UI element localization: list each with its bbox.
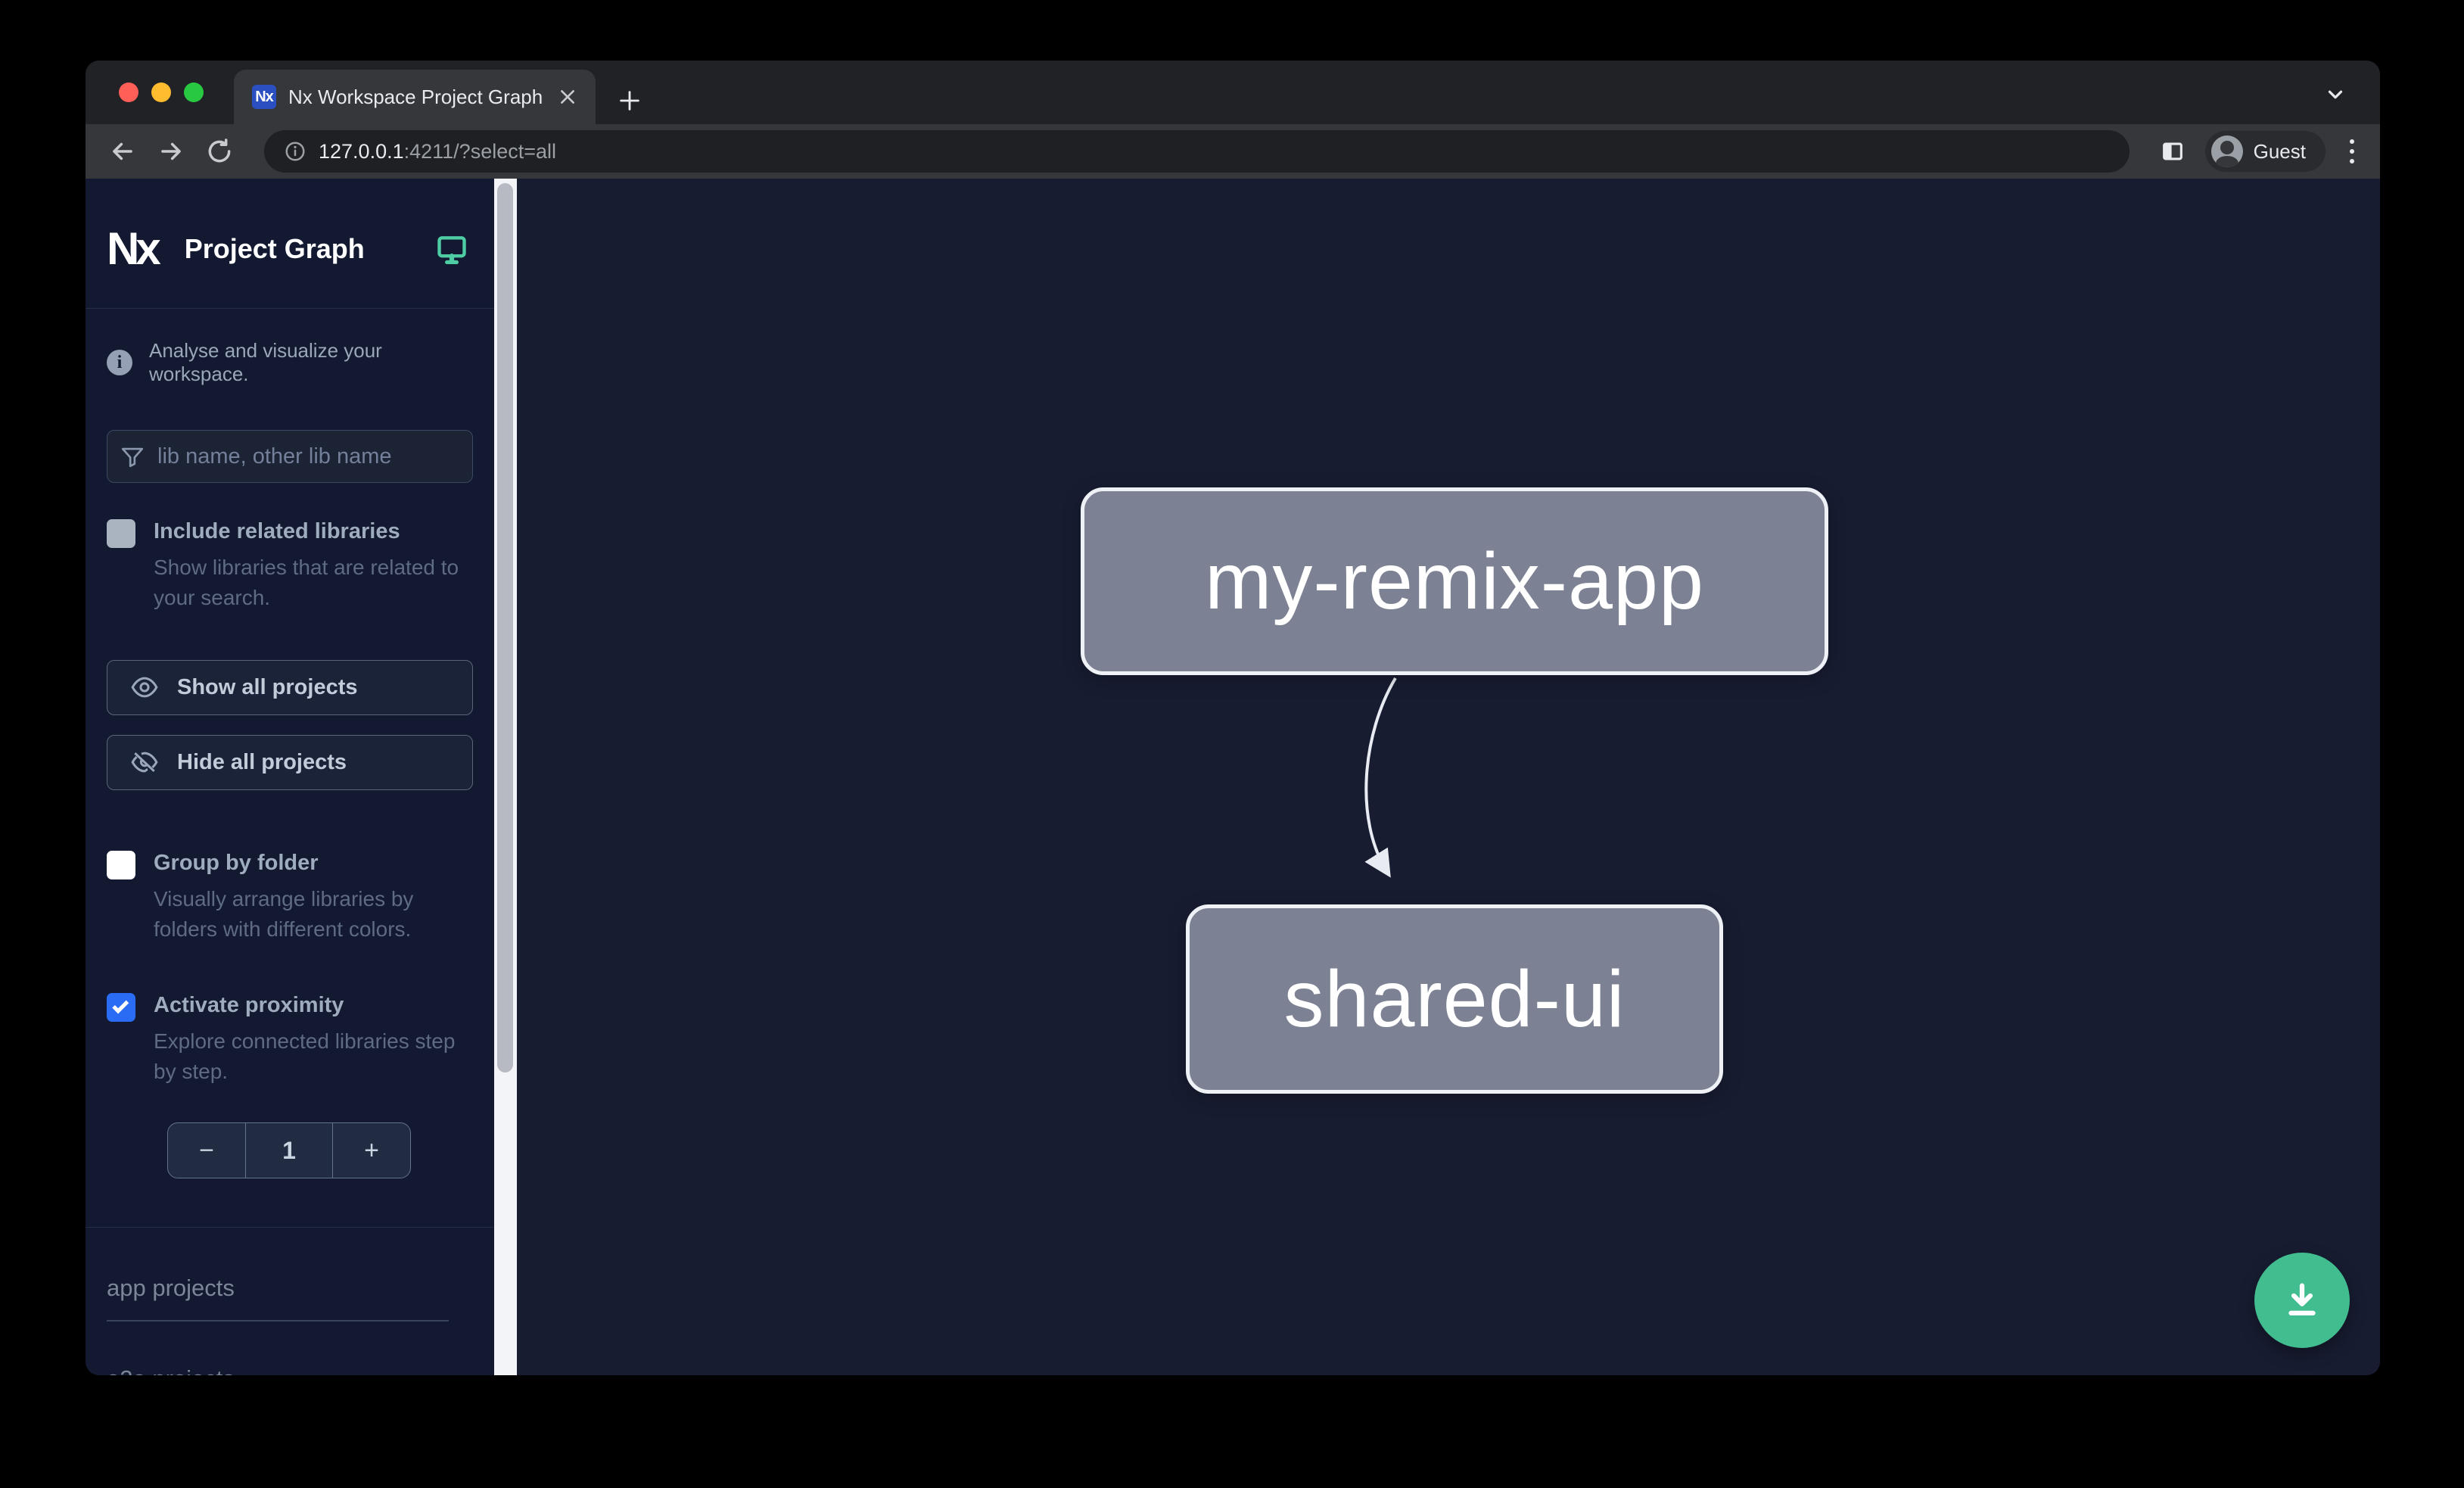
- section-app-projects[interactable]: app projects: [107, 1275, 449, 1322]
- page-title: Project Graph: [184, 232, 365, 264]
- fullscreen-window-button[interactable]: [184, 82, 204, 102]
- activate-proximity-setting: Activate proximity Explore connected lib…: [107, 991, 473, 1087]
- edge-layer: [1364, 677, 1397, 878]
- address-bar[interactable]: 127.0.0.1:4211/?select=all: [264, 130, 2130, 173]
- back-button[interactable]: [108, 137, 137, 166]
- activate-proximity-checkbox[interactable]: [107, 992, 135, 1022]
- reload-button[interactable]: [205, 137, 234, 166]
- increment-button[interactable]: +: [364, 1135, 379, 1165]
- new-tab-button[interactable]: [617, 88, 642, 114]
- minimize-window-button[interactable]: [151, 82, 171, 102]
- download-graph-button[interactable]: [2254, 1253, 2350, 1348]
- funnel-icon: [107, 431, 157, 482]
- graph-canvas[interactable]: my-remix-app shared-ui: [517, 179, 2380, 1375]
- group-by-folder-label: Group by folder: [154, 850, 319, 875]
- sidebar-scrollbar[interactable]: [494, 179, 517, 1375]
- eye-off-icon: [131, 752, 158, 773]
- tab-strip: Nx Nx Workspace Project Graph: [86, 61, 2380, 124]
- show-all-projects-button[interactable]: Show all projects: [107, 659, 473, 715]
- browser-window: Nx Nx Workspace Project Graph 12: [86, 61, 2380, 1375]
- include-related-description: Show libraries that are related to your …: [154, 556, 459, 609]
- node-my-remix-app[interactable]: my-remix-app: [1081, 487, 1828, 675]
- filter-box: [107, 430, 473, 483]
- edge-my-remix-app-to-shared-ui: [1364, 677, 1397, 878]
- nx-favicon-icon: Nx: [252, 85, 276, 109]
- activate-proximity-description: Explore connected libraries step by step…: [154, 1029, 456, 1083]
- include-related-checkbox[interactable]: [107, 519, 135, 548]
- group-by-folder-checkbox[interactable]: [107, 850, 135, 879]
- group-by-folder-setting: Group by folder Visually arrange librari…: [107, 849, 473, 945]
- traffic-lights: [86, 61, 234, 124]
- close-window-button[interactable]: [119, 82, 138, 102]
- group-by-folder-description: Visually arrange libraries by folders wi…: [154, 887, 414, 941]
- sidebar: Nx Project Graph i Analyse and visualize…: [86, 179, 494, 1375]
- browser-toolbar: 127.0.0.1:4211/?select=all Guest: [86, 124, 2380, 179]
- section-e2e-projects[interactable]: e2e projects: [107, 1365, 449, 1375]
- include-related-setting: Include related libraries Show libraries…: [107, 518, 473, 613]
- tab-title: Nx Workspace Project Graph: [288, 85, 543, 108]
- sidebar-scrollbar-thumb[interactable]: [497, 183, 513, 1072]
- info-icon: i: [107, 350, 132, 375]
- hide-all-projects-label: Hide all projects: [177, 749, 347, 774]
- tab-search-chevron-icon[interactable]: [2324, 83, 2347, 106]
- node-shared-ui[interactable]: shared-ui: [1186, 904, 1723, 1094]
- site-info-icon[interactable]: [284, 140, 306, 163]
- guest-avatar-icon: [2210, 135, 2243, 167]
- decrement-button[interactable]: −: [199, 1135, 214, 1165]
- nx-logo: Nx: [107, 223, 161, 274]
- tab-nx-workspace[interactable]: Nx Nx Workspace Project Graph: [234, 70, 596, 124]
- show-all-projects-label: Show all projects: [177, 674, 358, 699]
- sidebar-divider: [86, 1227, 494, 1228]
- download-icon: [2288, 1283, 2316, 1316]
- eye-icon: [131, 677, 158, 698]
- tab-close-icon[interactable]: [558, 87, 577, 107]
- tagline-text: Analyse and visualize your workspace.: [149, 339, 382, 385]
- profile-button[interactable]: Guest: [2204, 131, 2326, 172]
- proximity-depth-value: 1: [245, 1123, 333, 1178]
- theme-monitor-icon[interactable]: [435, 232, 468, 266]
- tagline-row: i Analyse and visualize your workspace.: [107, 339, 473, 386]
- include-related-label: Include related libraries: [154, 519, 400, 543]
- proximity-depth-stepper: − 1 +: [167, 1122, 411, 1179]
- forward-button[interactable]: [157, 137, 185, 166]
- url-host: 127.0.0.1: [319, 139, 404, 163]
- checkmark-icon: [112, 997, 129, 1014]
- url-text: 127.0.0.1:4211/?select=all: [319, 140, 556, 163]
- hide-all-projects-button[interactable]: Hide all projects: [107, 734, 473, 790]
- filter-input[interactable]: [157, 431, 472, 482]
- profile-label: Guest: [2253, 139, 2306, 163]
- url-path: :4211/?select=all: [403, 139, 557, 163]
- sidebar-header: Nx Project Graph: [86, 179, 494, 309]
- activate-proximity-label: Activate proximity: [154, 992, 344, 1017]
- side-panel-icon[interactable]: [2160, 139, 2186, 164]
- browser-menu-button[interactable]: [2345, 139, 2359, 163]
